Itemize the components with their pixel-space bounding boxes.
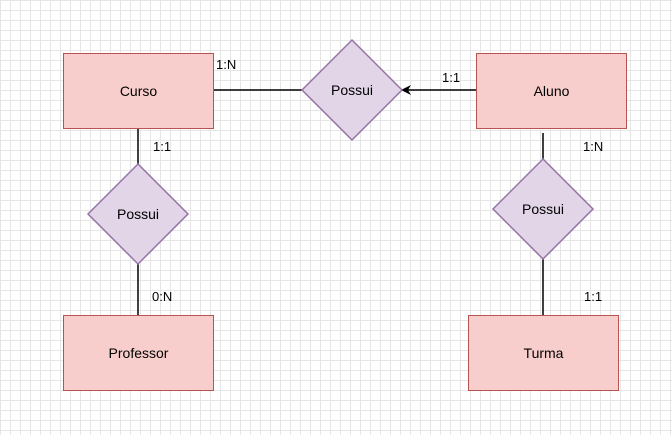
entity-turma[interactable]: Turma: [468, 315, 619, 391]
relationship-diamond-aluno-turma[interactable]: [491, 157, 595, 261]
cardinality-aluno-bottom: 1:N: [583, 139, 604, 154]
entity-aluno[interactable]: Aluno: [476, 53, 627, 129]
cardinality-curso-top: 1:N: [216, 57, 237, 72]
relationship-diamond-curso-aluno[interactable]: [300, 38, 404, 142]
entity-professor-label: Professor: [108, 345, 169, 361]
cardinality-curso-bottom: 1:1: [153, 139, 172, 154]
relationship-diamond-curso-professor[interactable]: [86, 162, 190, 266]
entity-professor[interactable]: Professor: [63, 315, 214, 391]
entity-turma-label: Turma: [523, 345, 564, 361]
relationship-label-curso-professor: Possui: [116, 206, 160, 222]
cardinality-professor-top: 0:N: [152, 289, 173, 304]
entity-curso[interactable]: Curso: [63, 53, 214, 129]
relationship-label-aluno-turma: Possui: [521, 201, 565, 217]
entity-curso-label: Curso: [119, 83, 158, 99]
entity-aluno-label: Aluno: [533, 83, 570, 99]
relationship-label-curso-aluno: Possui: [330, 82, 374, 98]
cardinality-aluno-left: 1:1: [442, 70, 461, 85]
cardinality-turma-top: 1:1: [584, 289, 603, 304]
